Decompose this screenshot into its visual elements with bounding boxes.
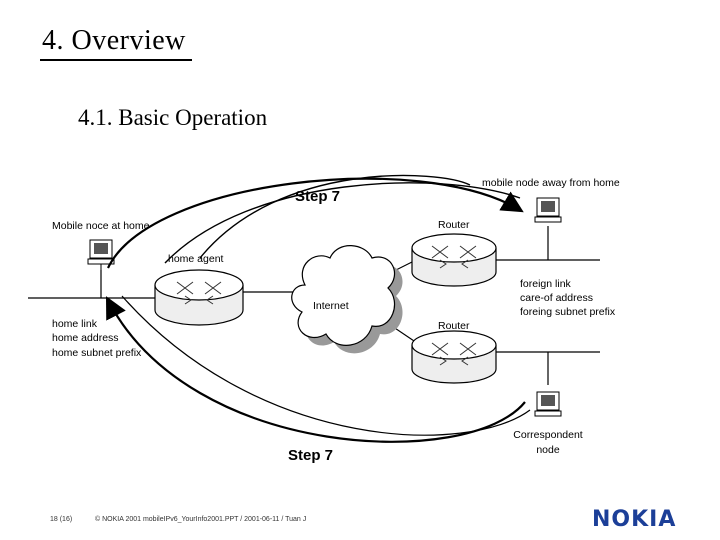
correspondent-label-line2: node [536, 444, 560, 456]
foreign-subnet-label: foreing subnet prefix [520, 306, 616, 318]
arrow-home-to-away-upper [107, 177, 524, 269]
router-top [411, 233, 497, 287]
home-subnet-label: home subnet prefix [52, 347, 142, 359]
arrow-home-agent-upper [199, 174, 471, 259]
step-label-top: Step 7 [295, 188, 340, 205]
arrow-correspondent-inner [121, 295, 531, 436]
title-underline [40, 59, 192, 61]
home-link-label: home link [52, 318, 98, 330]
arrow-correspondent-to-home [105, 296, 526, 443]
mobile-node-away-label: mobile node away from home [482, 177, 620, 189]
mobile-node-home-label: Mobile noce at home [52, 220, 150, 232]
computer-icon [87, 239, 115, 270]
step-label-bottom: Step 7 [288, 447, 333, 464]
arrow-away-to-home [164, 182, 521, 264]
home-agent-label: home agent [168, 253, 224, 265]
correspondent-label-line1: Correspondent [513, 429, 583, 441]
router-bottom-label: Router [438, 320, 470, 332]
home-agent-router [154, 269, 244, 326]
router-top-label: Router [438, 219, 470, 231]
care-of-address-label: care-of address [520, 292, 593, 304]
nokia-logo: NOKIA [592, 507, 677, 532]
computer-icon [534, 197, 562, 223]
flow-arrows [105, 174, 531, 443]
home-address-label: home address [52, 332, 119, 344]
computer-icon [534, 391, 562, 417]
router-bottom [411, 330, 497, 384]
foreign-link-label: foreign link [520, 278, 572, 290]
page-number: 18 (16) [50, 516, 73, 523]
slide-title: 4. Overview [42, 25, 186, 56]
slide-subtitle: 4.1. Basic Operation [78, 105, 268, 130]
internet-label: Internet [313, 300, 349, 312]
footer-copyright: © NOKIA 2001 mobileIPv6_YourInfo2001.PPT… [95, 516, 307, 523]
internet-cloud [291, 245, 403, 354]
